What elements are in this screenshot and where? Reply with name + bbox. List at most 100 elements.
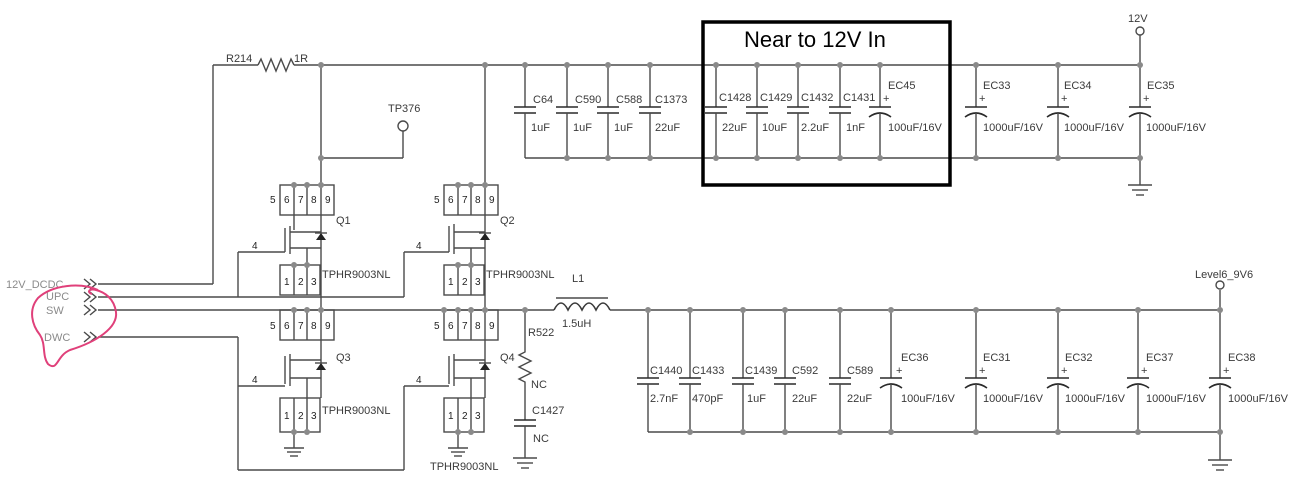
top-cap-value: 22uF [655, 122, 680, 134]
pin-7: 7 [298, 195, 304, 206]
pin-9: 9 [489, 195, 495, 206]
net-dwc: DWC [44, 332, 70, 344]
bottom-cap-ref: EC37 [1146, 352, 1174, 364]
c1427-value: NC [533, 433, 549, 445]
bottom-cap-value: 22uF [792, 393, 817, 405]
polarity-mark: + [979, 365, 985, 377]
bottom-cap-value: 1000uF/16V [1228, 393, 1289, 405]
q3-part: TPHR9003NL [322, 405, 390, 417]
mosfet-pin-labels: 5 6 7 8 9 4 1 2 3 5 6 7 8 9 4 1 2 3 5 6 … [252, 195, 495, 422]
cap-ec31 [964, 310, 988, 432]
cap-c64 [514, 65, 536, 158]
q3-ref: Q3 [336, 352, 351, 364]
cap-ec32 [1046, 310, 1070, 432]
pin-4: 4 [252, 241, 258, 252]
pin-4: 4 [416, 241, 422, 252]
cap-c590 [556, 65, 578, 158]
bottom-cap-ref: C1439 [745, 365, 777, 377]
bottom-cap-value: 1uF [747, 393, 766, 405]
bottom-cap-ref: EC32 [1065, 352, 1093, 364]
pin-6: 6 [448, 195, 454, 206]
mosfet-q2 [98, 65, 499, 298]
cap-c592 [774, 310, 796, 432]
cap-ec33 [964, 65, 988, 158]
pin-9: 9 [325, 195, 331, 206]
cap-c1429 [746, 65, 768, 158]
cap-ec38 [1208, 310, 1232, 432]
pin-2: 2 [462, 411, 468, 422]
cap-c1433 [679, 310, 701, 432]
top-cap-value: 1uF [531, 122, 550, 134]
near-12v-box [701, 20, 952, 187]
top-cap-ref: C1431 [843, 92, 875, 104]
pin-1: 1 [284, 277, 290, 288]
cap-c1373 [639, 65, 661, 158]
polarity-mark: + [1061, 365, 1067, 377]
r214-value: 1R [294, 53, 308, 65]
top-cap-ref: C1428 [719, 92, 751, 104]
bottom-cap-value: 470pF [692, 393, 723, 405]
top-cap-value: 1000uF/16V [983, 122, 1044, 134]
top-cap-ref: C64 [533, 94, 553, 106]
pin-4: 4 [416, 375, 422, 386]
pin-8: 8 [475, 195, 481, 206]
top-cap-value: 2.2uF [801, 122, 829, 134]
pin-7: 7 [462, 195, 468, 206]
pin-1: 1 [284, 411, 290, 422]
pin-7: 7 [462, 321, 468, 332]
bottom-cap-ref: C592 [792, 365, 818, 377]
bottom-capacitors [637, 310, 1232, 432]
top-cap-value: 1uF [614, 122, 633, 134]
inductor-l1 [553, 297, 1220, 312]
pin-2: 2 [462, 277, 468, 288]
snubber [513, 340, 537, 469]
net-12v-dcdc: 12V_DCDC [6, 279, 64, 291]
pin-8: 8 [311, 195, 317, 206]
tp376-label: TP376 [388, 103, 420, 115]
top-capacitors [514, 65, 1152, 158]
bottom-cap-value: 100uF/16V [901, 393, 955, 405]
pin-2: 2 [298, 277, 304, 288]
bottom-cap-ref: EC31 [983, 352, 1011, 364]
bottom-cap-ref: C1440 [650, 365, 682, 377]
pin-5: 5 [434, 321, 440, 332]
top-cap-ref: EC45 [888, 80, 916, 92]
net-sw: SW [46, 305, 64, 317]
pin-3: 3 [311, 411, 317, 422]
ground-symbol-top-right [1128, 184, 1152, 196]
top-cap-ref: C588 [616, 94, 642, 106]
bottom-cap-value: 2.7nF [650, 393, 678, 405]
cap-c1431 [829, 65, 851, 158]
polarity-mark: + [883, 93, 889, 105]
top-cap-value: 1uF [573, 122, 592, 134]
bottom-cap-labels: C1440 2.7nF C1433 470pF C1439 1uF C592 2… [650, 352, 1289, 405]
polarity-mark: + [1223, 365, 1229, 377]
polarity-mark: + [1143, 93, 1149, 105]
top-cap-ref: C1429 [760, 92, 792, 104]
pin-4: 4 [252, 375, 258, 386]
cap-ec35 [1128, 65, 1152, 158]
pin-2: 2 [298, 411, 304, 422]
pin-8: 8 [311, 321, 317, 332]
pin-5: 5 [434, 195, 440, 206]
cap-c1439 [732, 310, 754, 432]
top-cap-ref: C1373 [655, 94, 687, 106]
sw-node [98, 265, 554, 340]
q2-ref: Q2 [500, 215, 515, 227]
polarity-mark: + [1141, 365, 1147, 377]
c1427-ref: C1427 [532, 405, 564, 417]
cap-ec45 [868, 65, 892, 158]
pin-5: 5 [270, 195, 276, 206]
pin-9: 9 [325, 321, 331, 332]
pin-9: 9 [489, 321, 495, 332]
cap-c1440 [637, 310, 659, 432]
polarity-mark: + [896, 365, 902, 377]
cap-c588 [597, 65, 619, 158]
top-cap-labels: C64 1uF C590 1uF C588 1uF C1373 22uF C14… [531, 80, 1207, 134]
pin-6: 6 [284, 321, 290, 332]
pin-3: 3 [475, 277, 481, 288]
bottom-cap-value: 1000uF/16V [983, 393, 1044, 405]
top-cap-value: 1000uF/16V [1146, 122, 1207, 134]
top-cap-ref: C590 [575, 94, 601, 106]
